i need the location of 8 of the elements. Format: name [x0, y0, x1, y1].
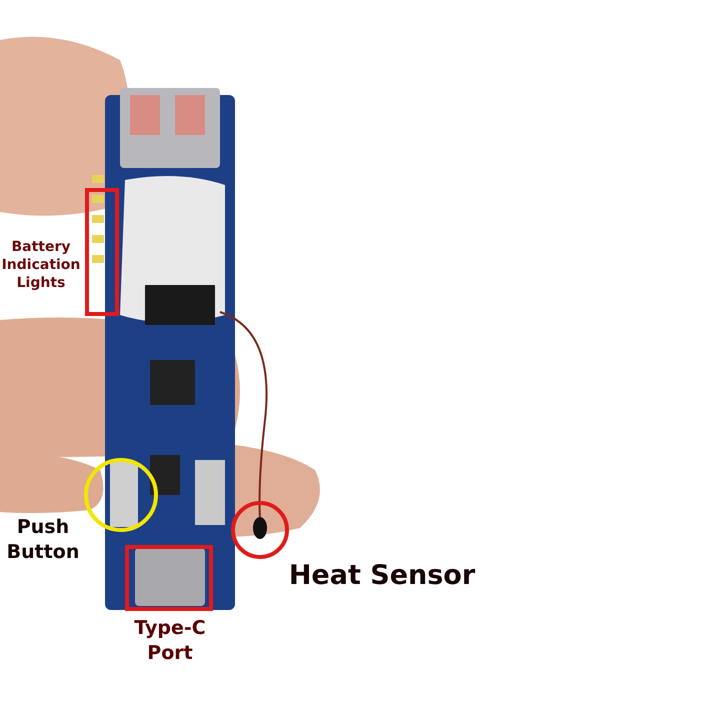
- highlight-circle: [84, 458, 158, 532]
- highlight-frame: [85, 188, 119, 316]
- highlight-circle: [231, 501, 289, 559]
- callout-label: Heat Sensor: [288, 559, 476, 593]
- highlight-frame: [125, 545, 213, 611]
- callout-label: Type-C Port: [133, 616, 207, 666]
- callout-label: Push Button: [6, 515, 80, 564]
- callout-label: Battery Indication Lights: [0, 238, 82, 293]
